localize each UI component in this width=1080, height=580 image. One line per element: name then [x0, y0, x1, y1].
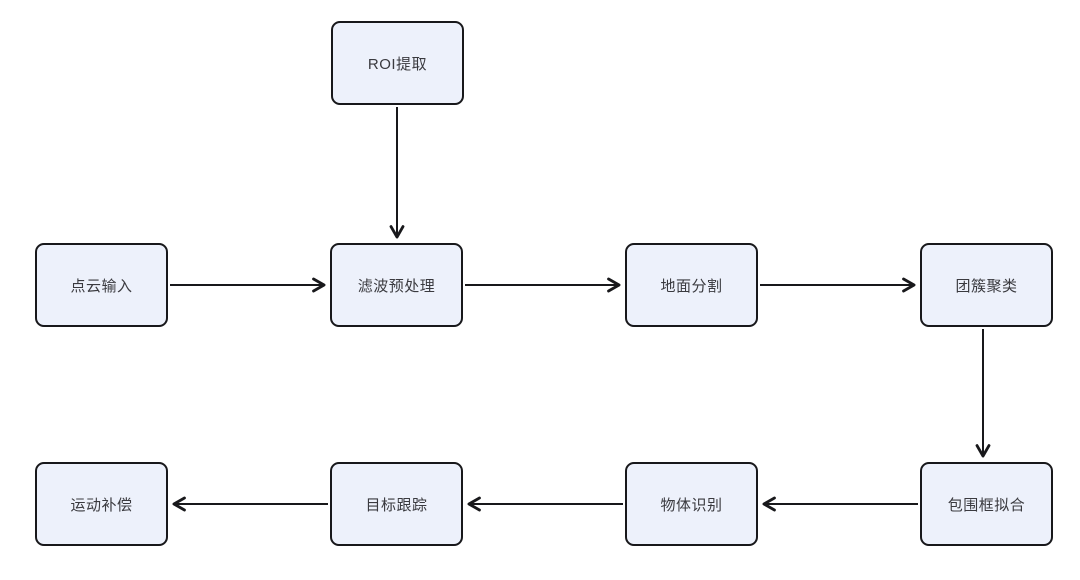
- flow-arrows: [170, 107, 991, 512]
- node-object-recognition: 物体识别: [625, 462, 758, 546]
- node-target-tracking: 目标跟踪: [330, 462, 463, 546]
- node-cluster-clustering: 团簇聚类: [920, 243, 1053, 327]
- node-ground-segmentation: 地面分割: [625, 243, 758, 327]
- node-motion-compensation: 运动补偿: [35, 462, 168, 546]
- node-bounding-box-fitting: 包围框拟合: [920, 462, 1053, 546]
- node-filter-preprocess: 滤波预处理: [330, 243, 463, 327]
- node-point-cloud-input: 点云输入: [35, 243, 168, 327]
- node-roi-extraction: ROI提取: [331, 21, 464, 105]
